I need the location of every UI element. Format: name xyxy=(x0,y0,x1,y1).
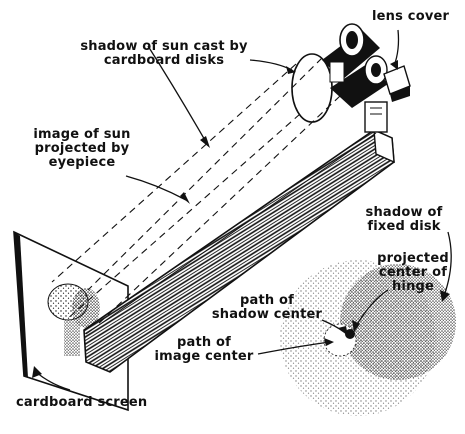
projected-sun-image xyxy=(47,283,100,356)
label-shadow-of-sun-line2: cardboard disks xyxy=(103,53,225,68)
label-shadow-of-fixed-disk-line1: shadow of xyxy=(365,205,443,220)
projection-lines xyxy=(51,57,341,327)
label-shadow-of-sun-line1: shadow of sun cast by xyxy=(80,39,248,54)
label-path-of-image-center-line2: image center xyxy=(154,349,254,364)
label-image-of-sun-line1: image of sun xyxy=(33,127,131,142)
shadow-disk-pattern xyxy=(280,260,456,416)
label-cardboard-screen: cardboard screen xyxy=(16,395,148,410)
label-path-of-shadow-center: path of shadow center xyxy=(208,294,326,322)
label-projected-center-line2: center of xyxy=(378,265,448,280)
label-path-of-shadow-center-line2: shadow center xyxy=(211,307,323,322)
label-image-of-sun: image of sun projected by eyepiece xyxy=(24,128,140,170)
label-path-of-image-center: path of image center xyxy=(148,336,260,364)
label-path-of-shadow-center-line1: path of xyxy=(239,293,295,308)
label-shadow-of-fixed-disk: shadow of fixed disk xyxy=(356,206,452,234)
label-path-of-image-center-line1: path of xyxy=(176,335,232,350)
hinge-block xyxy=(364,101,388,133)
label-image-of-sun-line3: eyepiece xyxy=(48,155,116,170)
label-projected-center-line3: hinge xyxy=(391,279,435,294)
label-projected-center-of-hinge: projected center of hinge xyxy=(368,252,458,294)
leader-lines xyxy=(32,29,452,391)
label-shadow-of-sun: shadow of sun cast by cardboard disks xyxy=(64,40,264,68)
label-shadow-of-fixed-disk-line2: fixed disk xyxy=(367,219,441,234)
cardboard-disk xyxy=(291,53,333,123)
lens-cover xyxy=(383,65,411,102)
label-image-of-sun-line2: projected by xyxy=(34,141,130,156)
binoculars xyxy=(322,23,388,108)
label-lens-cover: lens cover xyxy=(372,9,450,24)
label-projected-center-line1: projected xyxy=(377,251,449,266)
